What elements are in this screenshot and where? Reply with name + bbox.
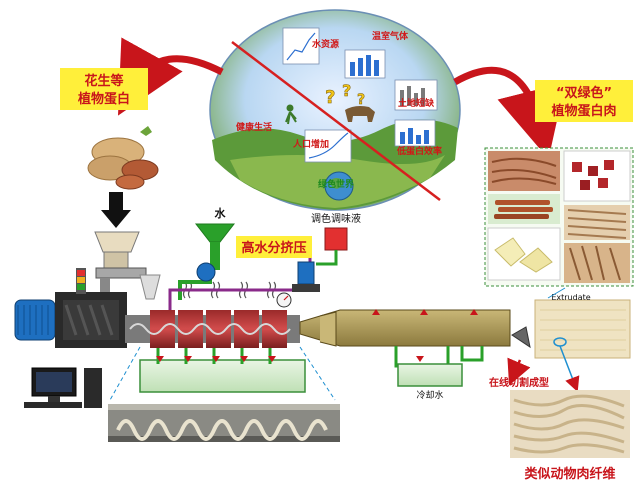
feed-hopper bbox=[94, 231, 161, 300]
svg-text:?: ? bbox=[342, 81, 351, 100]
liquid-pump bbox=[292, 261, 320, 292]
meat-product-panel bbox=[484, 147, 634, 287]
plant-protein-label: 花生等 植物蛋白 bbox=[60, 68, 148, 110]
extrudate-label: Extrudate bbox=[551, 293, 590, 302]
svg-text:?: ? bbox=[325, 87, 335, 108]
curved-arrow-left bbox=[117, 37, 224, 116]
double-green-line1: “双绿色” bbox=[556, 85, 612, 101]
seasoning-tank bbox=[316, 227, 348, 266]
motor bbox=[14, 268, 127, 348]
water-funnel bbox=[178, 223, 236, 300]
plant-protein-line1: 花生等 bbox=[84, 73, 123, 89]
feed-down-arrow bbox=[101, 192, 131, 228]
fiber-closeup bbox=[510, 390, 630, 458]
double-green-line2: 植物蛋白肉 bbox=[550, 103, 616, 119]
cut-arrow bbox=[507, 357, 531, 386]
svg-text:?: ? bbox=[357, 92, 365, 108]
label-green-world: 绿色世界 bbox=[318, 178, 354, 190]
fiber-arrow bbox=[559, 345, 580, 393]
zoom-line-right bbox=[299, 346, 336, 401]
high-moisture-text: 高水分挤压 bbox=[241, 240, 306, 256]
curved-arrow-right bbox=[453, 66, 566, 159]
peanut-image bbox=[87, 126, 159, 190]
cutter-blade bbox=[511, 326, 531, 349]
label-greenhouse-gas: 温室气体 bbox=[372, 30, 409, 42]
label-water-resource: 水资源 bbox=[312, 38, 339, 50]
barrel-cooling-tank bbox=[139, 359, 306, 393]
zoom-line-left bbox=[109, 346, 141, 401]
extrudate-sheet bbox=[534, 299, 631, 359]
online-cut-label: 在线切割成型 bbox=[489, 376, 549, 389]
double-green-meat-label: “双绿色” 植物蛋白肉 bbox=[535, 80, 633, 122]
extruder-barrel bbox=[125, 281, 300, 364]
label-healthy-life: 健康生活 bbox=[236, 121, 272, 133]
fiber-label: 类似动物肉纤维 bbox=[524, 466, 615, 482]
global-issues-circle: ? ? ? 水资源 温室气体 土地短缺 健康生活 人口增加 低蛋白效率 绿色世界 bbox=[209, 9, 461, 211]
high-moisture-label: 高水分挤压 bbox=[236, 236, 312, 258]
seasoning-label: 调色调味液 bbox=[311, 212, 361, 225]
label-land-shortage: 土地短缺 bbox=[398, 97, 435, 109]
label-population: 人口增加 bbox=[292, 138, 329, 150]
cooling-water-label: 冷却水 bbox=[416, 389, 443, 401]
screw-photo bbox=[108, 404, 340, 442]
cooling-die bbox=[299, 309, 511, 368]
label-low-protein-efficiency: 低蛋白效率 bbox=[396, 145, 442, 157]
plant-protein-line2: 植物蛋白 bbox=[77, 91, 130, 107]
cooling-water-tank bbox=[397, 363, 463, 387]
water-label: 水 bbox=[215, 206, 227, 220]
control-computer bbox=[24, 367, 102, 408]
